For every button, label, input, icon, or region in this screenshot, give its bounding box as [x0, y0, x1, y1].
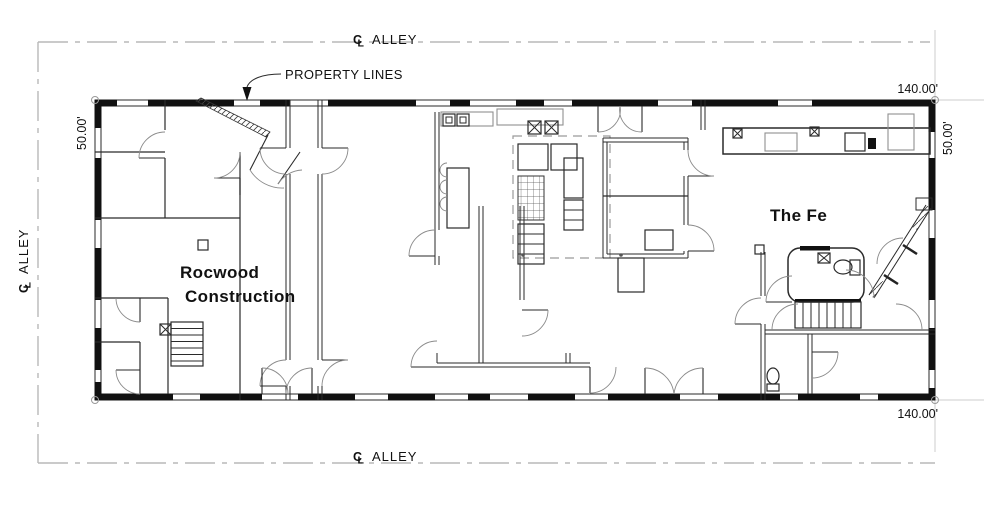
property-lines-label: PROPERTY LINES [285, 67, 403, 82]
dim-width-top: 140.00' [897, 82, 938, 96]
reference-lines [934, 30, 984, 452]
toilet-icon [833, 259, 861, 276]
floor-sink-icon [527, 120, 559, 135]
rocwood-tenant-area: Rocwood Construction [95, 97, 349, 400]
centerline-symbol: C [17, 284, 31, 293]
column-marker [732, 126, 820, 139]
centerline-symbol: C [353, 450, 362, 464]
restroom-stair-block [734, 197, 935, 400]
the-fe-tenant-area: The Fe [521, 100, 931, 395]
alley-label-bottom: C L ALLEY [353, 449, 417, 467]
alley-text: ALLEY [372, 449, 417, 464]
leader-line [246, 73, 282, 88]
prep-counter [446, 167, 470, 229]
equipment-square [442, 113, 470, 127]
dimension-labels: 140.00' 140.00' 50.00' 50.00' [75, 82, 955, 421]
kitchen-area [408, 105, 715, 394]
restroom-room [765, 246, 865, 303]
exhaust-hood-outline [512, 135, 611, 259]
column-marker [197, 239, 209, 251]
bar-counter [722, 113, 931, 155]
alley-text: ALLEY [372, 32, 417, 47]
dim-depth-left: 50.00' [75, 116, 89, 150]
column-marker [754, 244, 765, 255]
svg-text:L: L [22, 282, 34, 289]
walk-in-coolers [602, 137, 689, 293]
centerline-symbol: C [353, 33, 362, 47]
toilet-icon [766, 367, 780, 392]
alley-text: ALLEY [16, 229, 31, 274]
leader-arrowhead-icon [242, 87, 252, 101]
shelf-scallops [439, 162, 448, 212]
wall-segments-right [928, 100, 936, 400]
sink-icon [817, 252, 831, 264]
stairs-right [794, 299, 862, 329]
corner-markers [91, 96, 939, 404]
equipment-stack [517, 223, 545, 265]
wall-segments-bottom [95, 393, 935, 401]
building-outline [91, 96, 939, 404]
cooking-battery-grid [517, 175, 545, 221]
diagonal-corner-wall [845, 197, 933, 299]
dim-depth-right: 50.00' [941, 121, 955, 155]
dim-width-bottom: 140.00' [897, 407, 938, 421]
tenant-name-right: The Fe [770, 206, 827, 225]
svg-text:L: L [358, 455, 365, 467]
alley-label-left: C L ALLEY [16, 229, 34, 293]
property-boundary [37, 41, 935, 464]
tenant-name-left-line1: Rocwood [180, 263, 259, 282]
property-lines-callout: PROPERTY LINES [242, 67, 403, 101]
wall-segments-top [95, 99, 935, 107]
svg-text:L: L [358, 38, 365, 50]
south-room-vestibule [410, 206, 617, 394]
alley-label-top: C L ALLEY [353, 32, 417, 50]
kitchen-island [563, 157, 584, 231]
floor-sink-icon [159, 323, 172, 336]
wall-segments-left [94, 100, 102, 400]
tenant-name-left-line2: Construction [185, 287, 296, 306]
stairs-left [170, 321, 204, 367]
angled-entry [195, 97, 303, 189]
